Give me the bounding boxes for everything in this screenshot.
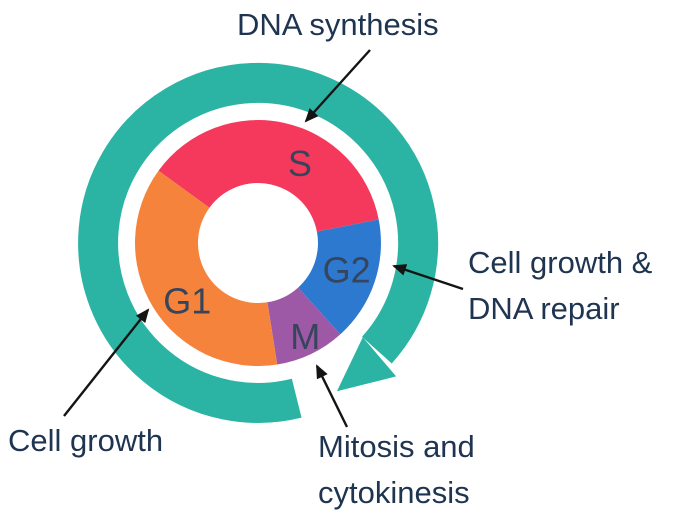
segment-labels: S G2M G1: [163, 143, 370, 357]
segment-label-g1: G1: [163, 281, 211, 322]
arrow-to-m-segment-icon: [315, 364, 349, 428]
segment-s: [158, 120, 379, 232]
arrow-to-g1-segment-icon: [63, 308, 150, 417]
annotation-line: Mitosis and: [318, 429, 475, 464]
annotation-dna-synthesis: DNA synthesis: [237, 2, 439, 48]
annotation-cell-growth: Cell growth: [8, 418, 163, 464]
segment-g1: [135, 170, 278, 367]
segment-label-m: M: [290, 316, 320, 357]
annotation-line: Cell growth: [8, 423, 164, 458]
annotation-line: cytokinesis: [318, 475, 470, 510]
annotation-arrows: [63, 49, 464, 428]
donut-segments: [135, 120, 381, 367]
arrow-to-g2-segment-icon: [392, 264, 464, 291]
cycle-arrow-ring: [78, 62, 439, 423]
segment-label-s: S: [288, 143, 312, 184]
cycle-ring-arrowhead-icon: [336, 337, 397, 392]
annotation-mitosis-cytokinesis: Mitosis and cytokinesis: [318, 424, 475, 516]
annotation-line: DNA repair: [468, 291, 620, 326]
segment-label-g2: G2: [323, 250, 371, 291]
cycle-ring-arc: [78, 62, 439, 423]
annotation-cell-growth-dna-repair: Cell growth & DNA repair: [468, 240, 652, 332]
segment-m: [267, 287, 341, 365]
annotation-line: DNA synthesis: [237, 7, 439, 42]
segment-g2: [298, 219, 381, 335]
arrow-to-s-segment-icon: [304, 49, 371, 123]
annotation-line: Cell growth &: [468, 245, 653, 280]
